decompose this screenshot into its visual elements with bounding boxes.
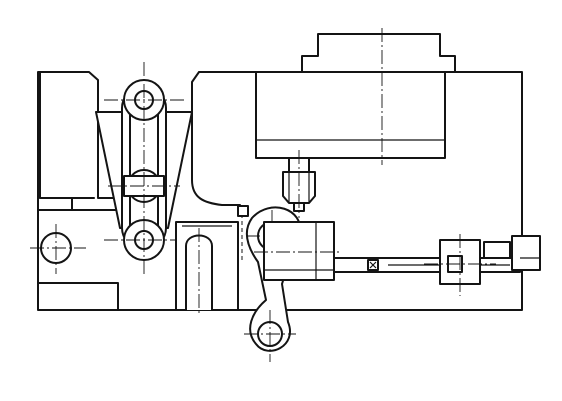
guide-rod (333, 257, 521, 273)
output-shaft (282, 150, 316, 218)
carriage (254, 221, 340, 281)
slide-block (175, 221, 239, 316)
machine-frame (37, 71, 523, 311)
left-bearing-boss (30, 224, 86, 274)
end-bracket (483, 235, 541, 271)
motor-block (255, 28, 456, 165)
toggle-lever (95, 62, 193, 274)
right-pin-block (424, 234, 496, 296)
